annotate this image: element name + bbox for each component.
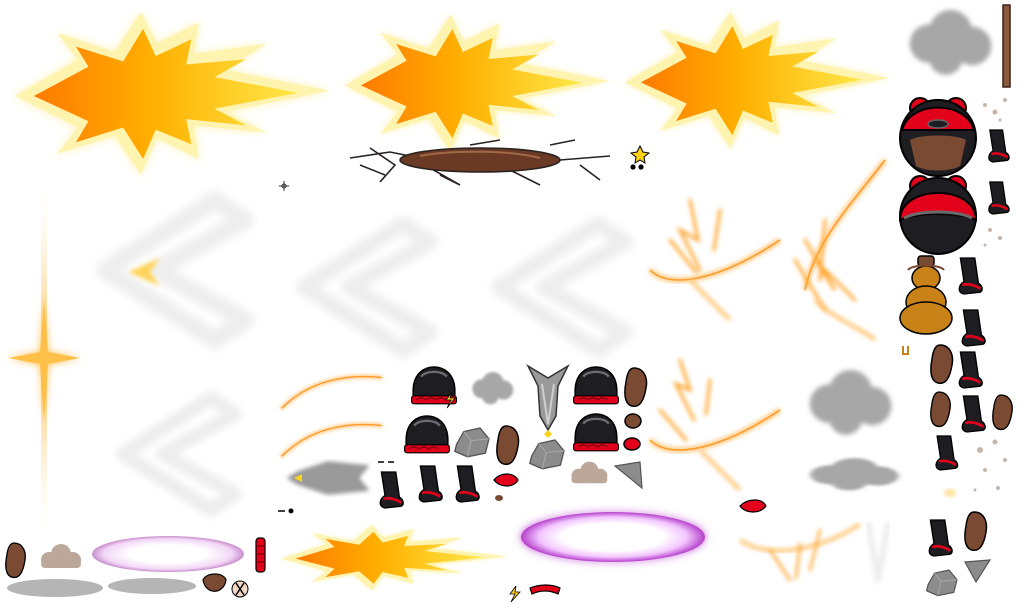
smoke-cloud-icon (810, 370, 892, 435)
rock-icon (925, 569, 958, 597)
bean-icon (739, 499, 767, 513)
sock-icon (960, 308, 987, 348)
bandage-icon (255, 537, 266, 573)
sparkle-icon (279, 181, 289, 191)
sock-icon (934, 434, 959, 472)
sparkle-icon (278, 461, 503, 514)
shadow-ellipse-icon (108, 578, 196, 594)
slash-wave-icon (648, 358, 782, 492)
sparkle-icon (629, 144, 651, 170)
energy-blast-icon (105, 200, 245, 340)
smoke-cloud-icon (472, 372, 513, 404)
bolt-icon (902, 346, 909, 355)
bandage-icon (231, 580, 249, 598)
slash-wave-icon (282, 377, 381, 408)
rock-icon (964, 559, 992, 584)
red-hat-creature-icon (898, 175, 978, 255)
aura-ring-icon (521, 512, 705, 562)
smoke-cloud-icon (810, 458, 898, 490)
bolt-icon (445, 391, 456, 409)
energy-blast-icon (499, 224, 625, 350)
dust-puff-icon (973, 98, 1007, 492)
slash-wave-icon (648, 198, 782, 322)
smoke-cloud-icon (910, 10, 992, 75)
energy-blast-icon (625, 12, 889, 148)
aura-ring-icon (92, 536, 244, 572)
helmet-icon (572, 412, 620, 452)
light-beam-icon (8, 190, 80, 530)
staff-pole-icon (1002, 4, 1011, 88)
bandage-icon (529, 584, 561, 595)
rocket-missile-icon (287, 461, 369, 495)
slash-wave-icon (282, 425, 381, 456)
bean-icon (624, 413, 642, 429)
slash-wave-icon (738, 522, 862, 582)
dust-puff-icon (571, 461, 608, 484)
sock-icon (378, 470, 405, 510)
slash-wave-icon (865, 521, 891, 583)
sock-icon (957, 350, 984, 390)
bean-icon (964, 511, 988, 552)
bean-icon (992, 394, 1013, 431)
energy-blast-icon (15, 12, 330, 175)
energy-blast-icon (345, 15, 609, 151)
light-beam-icon (944, 489, 956, 497)
energy-blast-icon (128, 258, 160, 286)
rock-icon (529, 439, 565, 470)
bean-icon (493, 473, 519, 487)
rocket-missile-icon (526, 364, 570, 438)
rock-icon (613, 461, 643, 490)
energy-blast-icon (304, 224, 430, 350)
bean-icon (496, 425, 520, 466)
bean-icon (930, 344, 954, 385)
helmet-icon (403, 414, 451, 454)
slash-wave-icon (793, 158, 887, 342)
bean-icon (930, 391, 951, 428)
energy-blast-icon (282, 525, 507, 590)
rock-icon (454, 427, 490, 458)
energy-blast-icon (123, 398, 235, 510)
sock-icon (987, 180, 1011, 216)
red-hat-creature-icon (899, 97, 977, 177)
sock-icon (927, 518, 954, 558)
sock-icon (417, 464, 444, 504)
sock-icon (987, 128, 1011, 164)
sock-icon (957, 256, 984, 296)
ground-crack-icon (349, 139, 611, 186)
bolt-icon (509, 585, 521, 603)
bean-icon (623, 437, 641, 451)
bean-icon (202, 573, 227, 592)
dust-puff-icon (41, 544, 81, 568)
bean-icon (5, 542, 26, 579)
sock-icon (454, 464, 481, 504)
shadow-ellipse-icon (7, 579, 103, 597)
gourd-icon (899, 255, 953, 335)
bean-icon (624, 367, 648, 408)
helmet-icon (572, 365, 620, 405)
sock-icon (960, 394, 987, 434)
